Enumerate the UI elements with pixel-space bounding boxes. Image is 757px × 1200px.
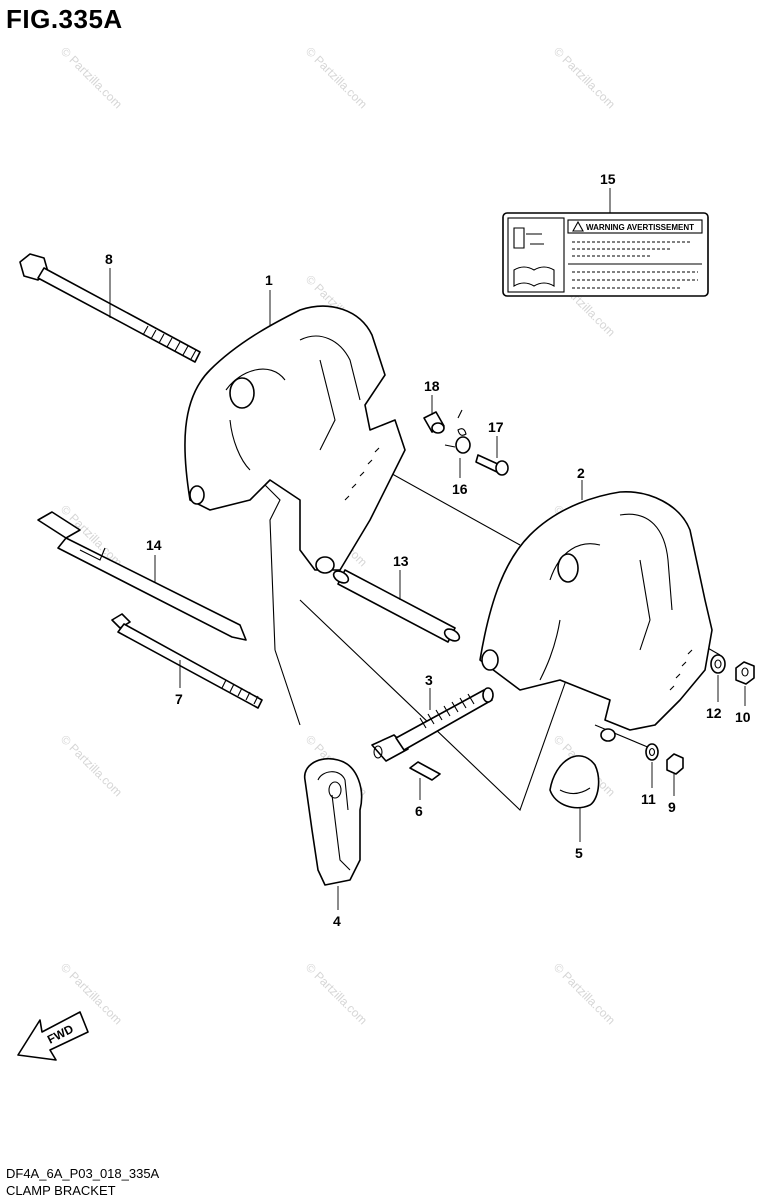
watermark-9: © Partzilla.com xyxy=(58,732,125,799)
watermark-1: © Partzilla.com xyxy=(58,44,125,111)
watermark-12: © Partzilla.com xyxy=(58,960,125,1027)
callout-15: 15 xyxy=(600,171,616,187)
screw-part-17 xyxy=(475,436,509,476)
watermark-3: © Partzilla.com xyxy=(551,44,618,111)
key-part-6 xyxy=(409,761,441,800)
callout-16: 16 xyxy=(452,481,468,497)
callout-5: 5 xyxy=(575,845,583,861)
callout-7: 7 xyxy=(175,691,183,707)
callout-4: 4 xyxy=(333,913,341,929)
figure-caption: CLAMP BRACKET xyxy=(6,1183,116,1198)
washer-part-11 xyxy=(645,743,659,788)
callout-13: 13 xyxy=(393,553,409,569)
cap-part-5 xyxy=(549,755,600,842)
callout-3: 3 xyxy=(425,672,433,688)
callout-12: 12 xyxy=(706,705,722,721)
callout-11: 11 xyxy=(641,791,656,807)
spring-part-16 xyxy=(444,409,471,478)
pin-part-14 xyxy=(37,511,247,641)
screw-rod-part-3 xyxy=(371,687,494,762)
clamp-bracket-part-1 xyxy=(184,290,406,726)
tube-part-13 xyxy=(332,569,461,643)
warning-label-part-15: WARNING AVERTISSEMENT xyxy=(502,188,709,297)
watermark-13: © Partzilla.com xyxy=(303,960,370,1027)
callout-1: 1 xyxy=(265,272,273,288)
figure-code: DF4A_6A_P03_018_335A xyxy=(6,1166,160,1181)
warning-label-title: WARNING AVERTISSEMENT xyxy=(586,223,694,232)
callout-8: 8 xyxy=(105,251,113,267)
callouts: 1 2 3 4 5 6 7 8 9 10 11 12 13 14 15 16 1… xyxy=(105,171,751,929)
lever-part-4 xyxy=(304,758,363,910)
bushing-part-18 xyxy=(423,395,445,434)
nut-part-10 xyxy=(735,661,755,706)
callout-18: 18 xyxy=(424,378,440,394)
bolt-part-8 xyxy=(19,253,201,363)
watermark-14: © Partzilla.com xyxy=(551,960,618,1027)
fwd-arrow-icon: FWD xyxy=(17,1011,89,1061)
nut-part-9 xyxy=(666,753,684,796)
clamp-bracket-part-2 xyxy=(479,480,713,742)
callout-17: 17 xyxy=(488,419,504,435)
washer-part-12 xyxy=(710,654,726,702)
callout-6: 6 xyxy=(415,803,423,819)
watermark-2: © Partzilla.com xyxy=(303,44,370,111)
callout-14: 14 xyxy=(146,537,162,553)
figure-title: FIG.335A xyxy=(6,4,123,34)
callout-2: 2 xyxy=(577,465,585,481)
callout-10: 10 xyxy=(735,709,751,725)
callout-9: 9 xyxy=(668,799,676,815)
bolt-part-7 xyxy=(111,613,263,709)
